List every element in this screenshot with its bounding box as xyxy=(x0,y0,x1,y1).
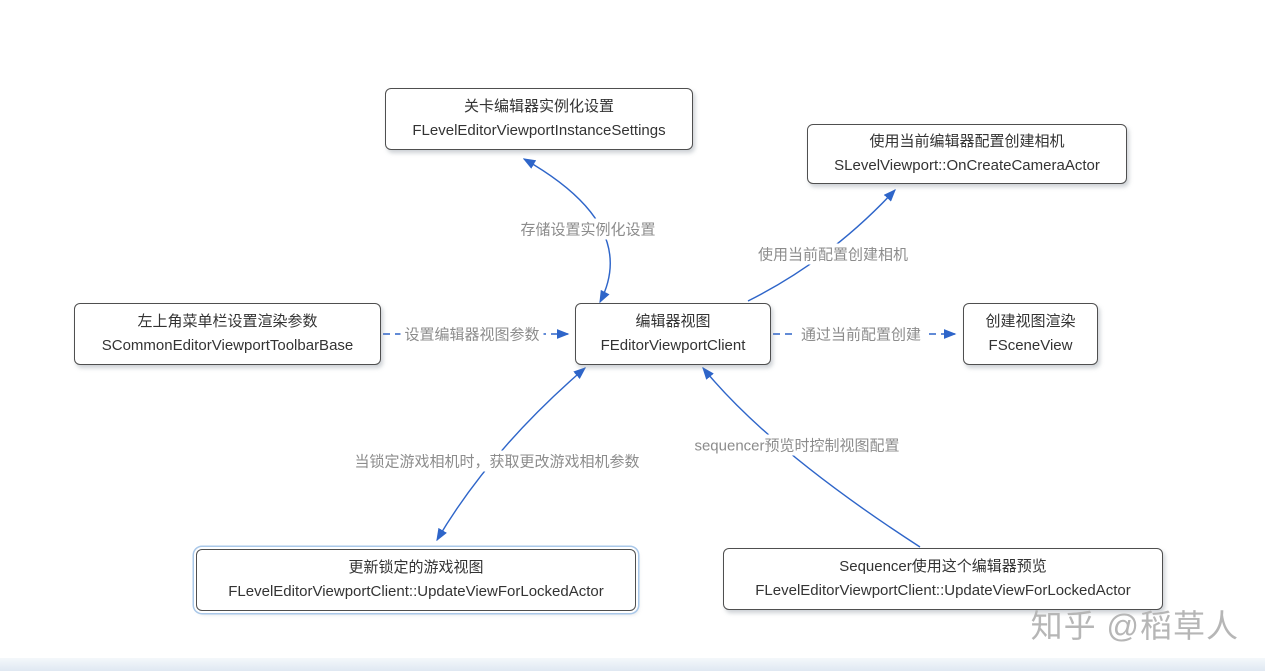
edge-label-create-camera: 使用当前配置创建相机 xyxy=(753,243,913,265)
node-update-locked-view[interactable]: 更新锁定的游戏视图 FLevelEditorViewportClient::Up… xyxy=(196,549,636,611)
node-title: 更新锁定的游戏视图 xyxy=(348,559,484,576)
node-title: 左上角菜单栏设置渲染参数 xyxy=(137,313,318,330)
zhihu-watermark: 知乎 @稻草人 xyxy=(1030,608,1239,644)
node-title: 编辑器视图 xyxy=(635,313,711,330)
node-subtitle: FLevelEditorViewportInstanceSettings xyxy=(412,122,666,139)
node-instance-settings[interactable]: 关卡编辑器实例化设置 FLevelEditorViewportInstanceS… xyxy=(385,88,693,150)
edge-label-store-instance-settings: 存储设置实例化设置 xyxy=(516,218,660,240)
node-title: 创建视图渲染 xyxy=(985,313,1076,330)
edge-label-create-sceneview: 通过当前配置创建 xyxy=(796,323,926,345)
node-toolbar-base[interactable]: 左上角菜单栏设置渲染参数 SCommonEditorViewportToolba… xyxy=(74,303,381,365)
node-subtitle: FLevelEditorViewportClient::UpdateViewFo… xyxy=(755,582,1131,599)
node-subtitle: FLevelEditorViewportClient::UpdateViewFo… xyxy=(228,583,604,600)
node-subtitle: SLevelViewport::OnCreateCameraActor xyxy=(834,157,1100,174)
node-on-create-camera[interactable]: 使用当前编辑器配置创建相机 SLevelViewport::OnCreateCa… xyxy=(807,124,1127,184)
edge-label-locked-camera-params: 当锁定游戏相机时，获取更改游戏相机参数 xyxy=(350,450,644,472)
edge-sequencer-controls-view[interactable] xyxy=(702,366,921,548)
node-subtitle: SCommonEditorViewportToolbarBase xyxy=(101,337,354,354)
node-title: Sequencer使用这个编辑器预览 xyxy=(839,558,1047,575)
edge-label-set-viewport-params: 设置编辑器视图参数 xyxy=(400,323,544,345)
node-title: 关卡编辑器实例化设置 xyxy=(463,98,614,115)
node-viewport-client[interactable]: 编辑器视图 FEditorViewportClient xyxy=(575,303,771,365)
edge-label-sequencer-controls-view: sequencer预览时控制视图配置 xyxy=(690,434,904,456)
node-scene-view[interactable]: 创建视图渲染 FSceneView xyxy=(963,303,1098,365)
node-sequencer-preview[interactable]: Sequencer使用这个编辑器预览 FLevelEditorViewportC… xyxy=(723,548,1163,610)
node-subtitle: FEditorViewportClient xyxy=(600,337,746,354)
bottom-edge-strip xyxy=(0,658,1265,671)
node-title: 使用当前编辑器配置创建相机 xyxy=(869,133,1065,150)
node-subtitle: FSceneView xyxy=(988,337,1073,354)
